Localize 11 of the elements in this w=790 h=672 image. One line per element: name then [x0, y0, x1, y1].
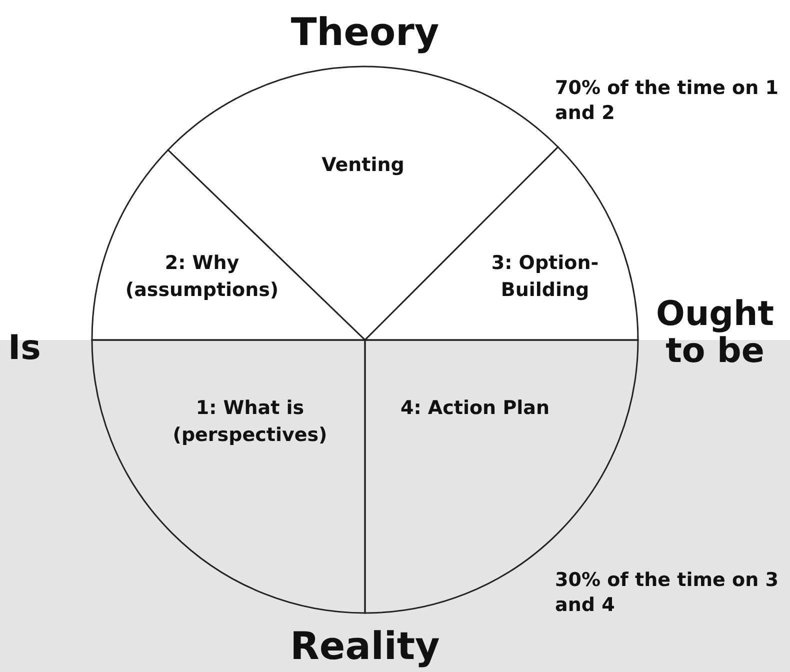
axis-label: Is: [8, 327, 42, 370]
note-text: 30% of the time on 3 and 4: [555, 568, 780, 618]
axis-label: Reality: [289, 623, 441, 670]
note-text: 70% of the time on 1 and 2: [555, 76, 780, 126]
segment-label: 1: What is (perspectives): [172, 396, 328, 448]
axis-label: Theory: [290, 9, 440, 56]
segment-label: 4: Action Plan: [400, 396, 550, 421]
segment-label: 3: Option-Building: [490, 251, 600, 303]
axis-label: Ought to be: [655, 296, 775, 371]
segment-label: 2: Why (assumptions): [124, 251, 280, 303]
segment-label: Venting: [320, 153, 406, 178]
